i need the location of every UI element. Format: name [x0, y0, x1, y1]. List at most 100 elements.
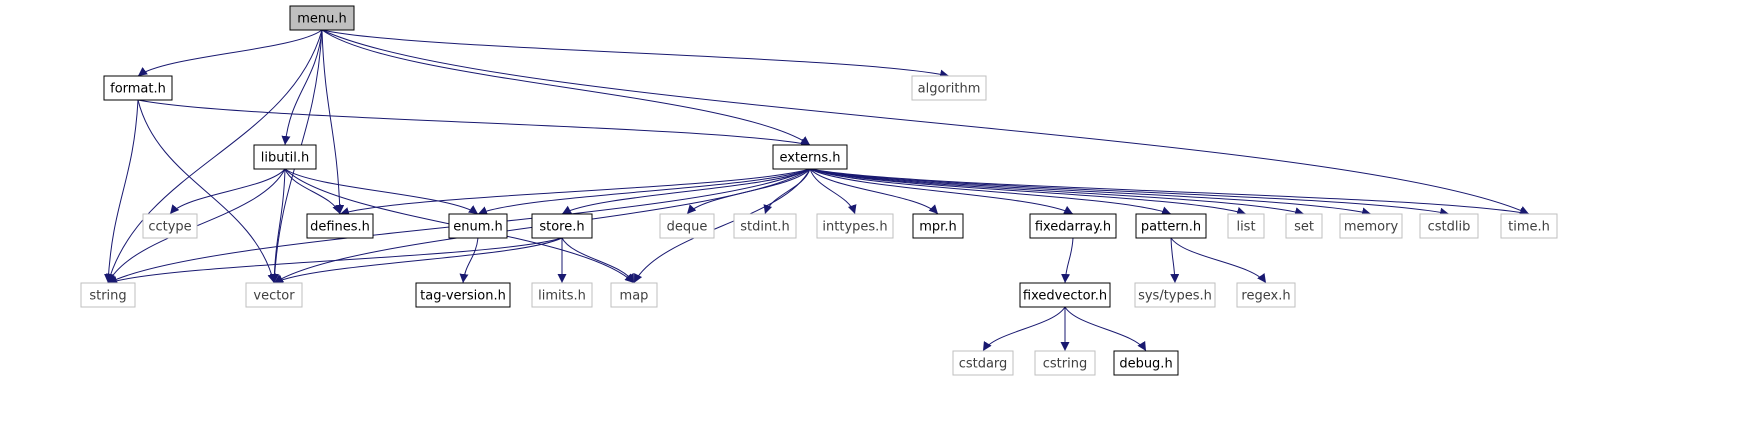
node-box [1227, 213, 1265, 239]
edge-enum-h-to-tag-version-h [459, 237, 479, 284]
node-label: set [1294, 220, 1314, 235]
node-label: stdint.h [740, 220, 789, 235]
node-box [1113, 350, 1179, 376]
node-tag-version-h[interactable]: tag-version.h [415, 282, 511, 308]
node-label: mpr.h [919, 220, 956, 235]
node-label: fixedarray.h [1035, 220, 1111, 235]
node-box [610, 282, 658, 308]
edge-externs-h-to-memory [809, 168, 1372, 217]
node-label: tag-version.h [420, 289, 506, 304]
node-pattern-h[interactable]: pattern.h [1135, 213, 1207, 239]
node-label: cstdarg [959, 357, 1008, 372]
edge-externs-h-to-mpr-h [809, 168, 939, 215]
node-mpr-h[interactable]: mpr.h [912, 213, 964, 239]
node-store-h[interactable]: store.h [531, 213, 593, 239]
edge-menu-h-to-libutil-h [281, 29, 323, 146]
node-box [1285, 213, 1323, 239]
node-label: store.h [539, 220, 584, 235]
node-box [733, 213, 797, 239]
node-label: cstdlib [1428, 220, 1471, 235]
node-externs-h[interactable]: externs.h [772, 144, 848, 170]
node-label: format.h [110, 82, 166, 97]
edge-pattern-h-to-sys-types-h [1170, 237, 1180, 284]
node-defines-h[interactable]: defines.h [306, 213, 374, 239]
edge-fixedvector-h-to-debug-h [1064, 306, 1147, 352]
node-label: memory [1344, 220, 1399, 235]
node-label: debug.h [1119, 357, 1172, 372]
node-label: regex.h [1241, 289, 1290, 304]
node-time-h: time.h [1500, 213, 1558, 239]
node-set: set [1285, 213, 1323, 239]
node-label: vector [253, 289, 295, 304]
node-box [245, 282, 303, 308]
edge-externs-h-to-defines-h [339, 168, 811, 216]
edge-pattern-h-to-regex-h [1170, 237, 1267, 284]
node-box [911, 75, 987, 101]
edge-externs-h-to-enum-h [477, 168, 811, 215]
edge-menu-h-to-string [106, 29, 323, 284]
node-deque: deque [659, 213, 715, 239]
node-string: string [80, 282, 136, 308]
edge-externs-h-to-store-h [561, 168, 811, 215]
node-menu-h[interactable]: menu.h [289, 5, 355, 31]
node-box [306, 213, 374, 239]
node-label: libutil.h [261, 151, 309, 166]
node-box [531, 282, 593, 308]
node-format-h[interactable]: format.h [103, 75, 173, 101]
edge-format-h-to-vector [137, 99, 277, 284]
edge-fixedvector-h-to-cstdarg [982, 306, 1066, 352]
node-box [415, 282, 511, 308]
node-cstdlib: cstdlib [1419, 213, 1479, 239]
edge-menu-h-to-algorithm [321, 29, 950, 79]
node-label: cstring [1043, 357, 1087, 372]
node-cctype: cctype [142, 213, 198, 239]
node-box [912, 213, 964, 239]
node-debug-h[interactable]: debug.h [1113, 350, 1179, 376]
node-box [952, 350, 1014, 376]
node-cstdarg: cstdarg [952, 350, 1014, 376]
node-box [448, 213, 508, 239]
edge-menu-h-to-externs-h [321, 29, 811, 146]
node-label: defines.h [310, 220, 370, 235]
node-box [1500, 213, 1558, 239]
edge-libutil-h-to-cctype [169, 168, 286, 215]
edge-libutil-h-to-defines-h [284, 168, 341, 215]
node-box [1236, 282, 1296, 308]
node-box [1419, 213, 1479, 239]
node-box [1134, 282, 1216, 308]
node-label: cctype [148, 220, 191, 235]
edge-store-h-to-string [107, 237, 563, 285]
node-stdint-h: stdint.h [733, 213, 797, 239]
node-label: map [620, 289, 649, 304]
node-label: externs.h [779, 151, 840, 166]
node-box [1034, 350, 1096, 376]
nodes-layer: menu.h format.h algorithm libutil.h externs.… [80, 5, 1558, 376]
edge-externs-h-to-map [633, 168, 811, 284]
node-box [816, 213, 894, 239]
node-label: string [89, 289, 126, 304]
node-box [1019, 282, 1111, 308]
node-algorithm: algorithm [911, 75, 987, 101]
edge-store-h-to-vector [273, 237, 563, 284]
edge-externs-h-to-list [809, 168, 1247, 216]
node-fixedvector-h[interactable]: fixedvector.h [1019, 282, 1111, 308]
node-fixedarray-h[interactable]: fixedarray.h [1029, 213, 1117, 239]
edge-externs-h-to-fixedarray-h [809, 168, 1074, 215]
node-box [142, 213, 198, 239]
edge-menu-h-to-format-h [137, 29, 323, 77]
node-regex-h: regex.h [1236, 282, 1296, 308]
node-box [659, 213, 715, 239]
node-box [772, 144, 848, 170]
edge-libutil-h-to-vector [269, 168, 286, 284]
node-libutil-h[interactable]: libutil.h [253, 144, 317, 170]
edge-externs-h-to-inttypes-h [809, 168, 857, 215]
edge-fixedarray-h-to-fixedvector-h [1061, 237, 1074, 284]
node-label: menu.h [297, 12, 347, 27]
node-cstring: cstring [1034, 350, 1096, 376]
node-box [103, 75, 173, 101]
node-label: fixedvector.h [1023, 289, 1107, 304]
node-enum-h[interactable]: enum.h [448, 213, 508, 239]
node-label: time.h [1508, 220, 1550, 235]
node-label: deque [667, 220, 708, 235]
edge-externs-h-to-cstdlib [809, 168, 1450, 217]
